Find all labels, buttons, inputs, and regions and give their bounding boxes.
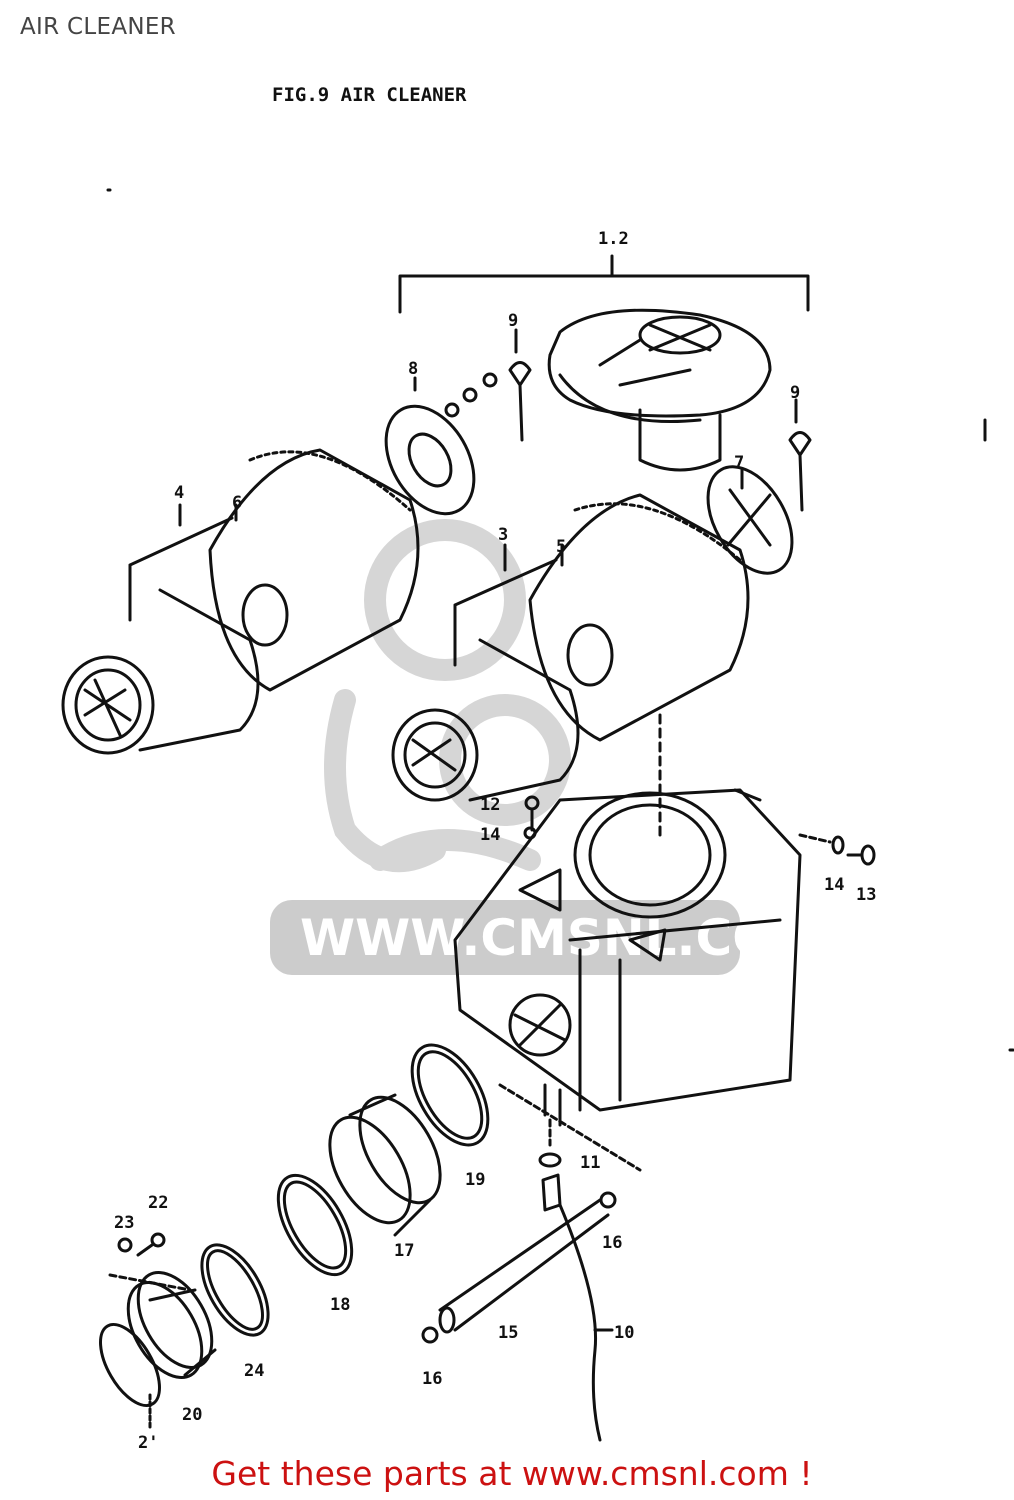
callout-21: 2'	[138, 1433, 158, 1453]
watermark-banner	[270, 900, 740, 975]
callout-11: 11	[580, 1153, 600, 1173]
callout-24: 24	[244, 1361, 264, 1381]
callout-4: 4	[174, 483, 184, 503]
callout-17: 17	[394, 1241, 414, 1261]
clip-9-right	[788, 398, 812, 512]
callout-10: 10	[614, 1323, 634, 1343]
tube-10	[558, 1203, 614, 1442]
callout-6: 6	[232, 493, 242, 513]
washer-14-right	[831, 835, 845, 855]
callout-16-left: 16	[422, 1369, 442, 1389]
callout-8: 8	[408, 359, 418, 379]
callout-9-top: 9	[508, 311, 518, 331]
plate-8	[384, 404, 476, 516]
callout-3: 3	[498, 525, 508, 545]
air-box-case	[453, 788, 802, 1127]
callout-15: 15	[498, 1323, 518, 1343]
screw-23	[117, 1237, 133, 1253]
bracket-1-2	[398, 254, 810, 314]
callout-20: 20	[182, 1405, 202, 1425]
clip-16-right	[599, 1191, 617, 1209]
callout-18: 18	[330, 1295, 350, 1315]
clamp-24	[200, 1243, 270, 1337]
callout-13: 13	[856, 885, 876, 905]
intake-20	[126, 1271, 217, 1379]
leader-11	[498, 1083, 642, 1172]
filter-element-right	[391, 493, 750, 842]
washer-11	[538, 1152, 562, 1168]
callout-5: 5	[556, 537, 566, 557]
callout-12: 12	[480, 795, 500, 815]
washer-set-8	[413, 372, 498, 418]
callout-14-left: 14	[480, 825, 500, 845]
filter-element-left	[61, 448, 420, 755]
callout-22: 22	[148, 1193, 168, 1213]
watermark-text: WWW.CMSNL.COM	[300, 909, 825, 967]
callout-1-2: 1.2	[598, 229, 629, 249]
air-cleaner-cap	[547, 308, 772, 472]
watermark-logo	[324, 519, 571, 873]
plate-7	[706, 465, 794, 575]
screw-13	[798, 833, 876, 866]
callout-16-right: 16	[602, 1233, 622, 1253]
callout-9-right: 9	[790, 383, 800, 403]
hose-15	[438, 1173, 610, 1334]
clamp-19	[410, 1043, 490, 1147]
callout-labels: 1.2 9 8 9 7 4 6 3 5 12 14 14 13 11 19 16…	[114, 229, 876, 1453]
cmsnl-parts-link[interactable]: Get these parts at www.cmsnl.com !	[211, 1454, 813, 1493]
washer-14-left	[523, 826, 537, 840]
callout-19: 19	[465, 1170, 485, 1190]
screw-12	[524, 795, 540, 832]
page-title: AIR CLEANER	[20, 14, 176, 40]
callout-14-right: 14	[824, 875, 844, 895]
watermark: WWW.CMSNL.COM	[270, 519, 825, 975]
callout-23: 23	[114, 1213, 134, 1233]
figure-title: FIG.9 AIR CLEANER	[272, 84, 467, 106]
callout-7: 7	[734, 453, 744, 473]
clamp-18	[276, 1173, 354, 1277]
clip-9-top	[508, 328, 532, 442]
clip-16-left	[421, 1326, 439, 1344]
clamp-21	[99, 1323, 161, 1432]
connector-17	[328, 1093, 442, 1237]
